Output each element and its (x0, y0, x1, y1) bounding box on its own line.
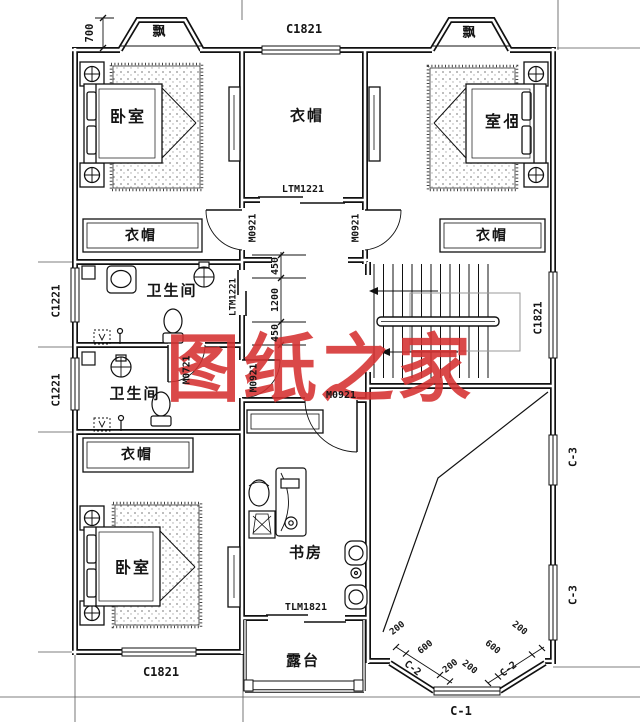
terrace-walls (243, 620, 366, 693)
door-tag-ltm1221-top: LTM1221 (281, 184, 325, 195)
cloakroom-label-bottom: 衣帽 (121, 447, 153, 463)
wardrobes (82, 86, 546, 608)
window-tag-c1821-bottom: C1821 (142, 665, 180, 679)
door-tag-tlm1821: TLM1821 (284, 602, 328, 613)
window-tag-c3-upper: C-3 (566, 447, 580, 467)
dim-450-b: 450 (270, 323, 281, 343)
bed-top-right (433, 61, 549, 188)
bed-top-left (79, 61, 197, 188)
window-tag-c3-lower: C-3 (566, 585, 580, 605)
bedroom-label-top-left: 卧室 (109, 107, 147, 126)
window-tag-c1821-stairs: C1821 (531, 301, 545, 335)
cloakroom-label-top: 衣帽 (289, 106, 325, 125)
study-label: 书房 (288, 543, 324, 562)
bathroom-upper-fixtures (81, 261, 215, 345)
door-tag-m0921-corridor-left: M0921 (247, 213, 259, 243)
dim-1200: 1200 (270, 287, 281, 313)
study-furniture (248, 467, 368, 610)
watermark: 图纸之家 (166, 326, 474, 413)
cloakroom-label-left: 衣帽 (125, 228, 157, 244)
cloakroom-label-right: 衣帽 (476, 228, 508, 244)
door-tag-m0921-study: M0921 (325, 390, 357, 401)
window-tag-c1821-top: C1821 (285, 22, 323, 36)
bed-bottom-left (79, 505, 196, 626)
bedroom-label-bottom-left: 卧室 (114, 558, 152, 577)
window-tag-c1: C-1 (450, 704, 472, 718)
windows (70, 45, 558, 696)
door-tag-m0721: M0721 (181, 355, 193, 385)
dim-700: 700 (83, 23, 96, 43)
window-tag-c1221-lower: C1221 (49, 373, 63, 407)
bedroom-label-top-right: 卧室 (482, 112, 520, 131)
sliding-doors (237, 196, 346, 623)
window-tag-c1221-upper: C1221 (49, 284, 63, 318)
walls (72, 17, 556, 694)
staircase (369, 264, 521, 378)
swing-doors (167, 209, 402, 453)
door-tag-ltm1221-bath: LTM1221 (228, 278, 239, 316)
roof-slope-lines (382, 391, 549, 633)
door-tag-m0921-hall: M0921 (248, 363, 260, 393)
dimension-lines (95, 14, 546, 687)
bay-window-label-left: 飘 (152, 24, 168, 40)
bathroom-lower-fixtures (81, 351, 172, 432)
bathroom-label-lower: 卫生间 (109, 384, 161, 403)
bathroom-label-upper: 卫生间 (146, 281, 198, 300)
bay-window-label-right: 飘 (462, 25, 478, 41)
dim-450-a: 450 (270, 256, 281, 276)
terrace-label: 露台 (285, 651, 321, 670)
door-tag-m0921-corridor-right: M0921 (350, 213, 362, 243)
